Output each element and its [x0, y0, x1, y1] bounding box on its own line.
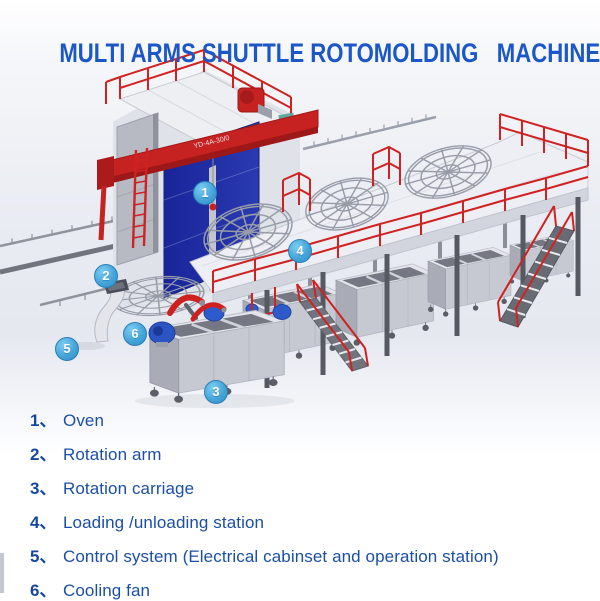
legend-label: Oven	[63, 411, 105, 430]
legend-number: 3、	[30, 479, 57, 498]
platform-front-railing	[212, 165, 589, 293]
callout-rotation-arm: 2	[94, 264, 118, 288]
crane-beam: YD-4A-30/0	[97, 109, 319, 241]
oven-side-panel	[116, 112, 159, 266]
legend-item-rotation-carriage: 3、 Rotation carriage	[30, 474, 499, 498]
legend-label: Control system (Electrical cabinset and …	[63, 547, 499, 566]
legend-number: 4、	[30, 513, 57, 532]
door-sensor	[209, 203, 217, 211]
legend-number: 6、	[30, 581, 57, 600]
platform-back-railing	[499, 113, 589, 166]
callout-rotation-carriage: 3	[204, 380, 228, 404]
callout-oven: 1	[193, 181, 217, 205]
fence-frame-2	[372, 145, 401, 186]
cooling-fan-motor	[272, 304, 292, 320]
page-title: MULTI ARMS SHUTTLE ROTOMOLDING MACHINE	[59, 38, 600, 69]
legend-item-cooling-fan: 6、 Cooling fan	[30, 576, 499, 600]
legend-label: Cooling fan	[63, 581, 151, 600]
callout-cooling-fan: 6	[123, 322, 147, 346]
legend-label: Rotation arm	[63, 445, 162, 464]
legend-number: 5、	[30, 547, 57, 566]
legend-label: Loading /unloading station	[63, 513, 265, 532]
callout-control-system: 5	[55, 337, 79, 361]
legend-item-oven: 1、 Oven	[30, 406, 499, 430]
legend-label: Rotation carriage	[63, 479, 195, 498]
cooling-fan	[148, 321, 176, 347]
rotation-arms	[167, 294, 227, 322]
right-staircase	[497, 205, 575, 328]
legend-item-loading-station: 4、 Loading /unloading station	[30, 508, 499, 532]
legend: 1、 Oven 2、 Rotation arm 3、 Rotation carr…	[30, 406, 499, 600]
legend-item-rotation-arm: 2、 Rotation arm	[30, 440, 499, 464]
legend-number: 1、	[30, 411, 57, 430]
oven-ladder	[131, 147, 149, 249]
legend-number: 2、	[30, 445, 57, 464]
callout-loading-station: 4	[288, 239, 312, 263]
overhead-rail	[302, 114, 437, 151]
legend-item-control-system: 5、 Control system (Electrical cabinset a…	[30, 542, 499, 566]
left-edge-fragment	[0, 553, 4, 593]
fence-frame-1	[282, 171, 311, 212]
